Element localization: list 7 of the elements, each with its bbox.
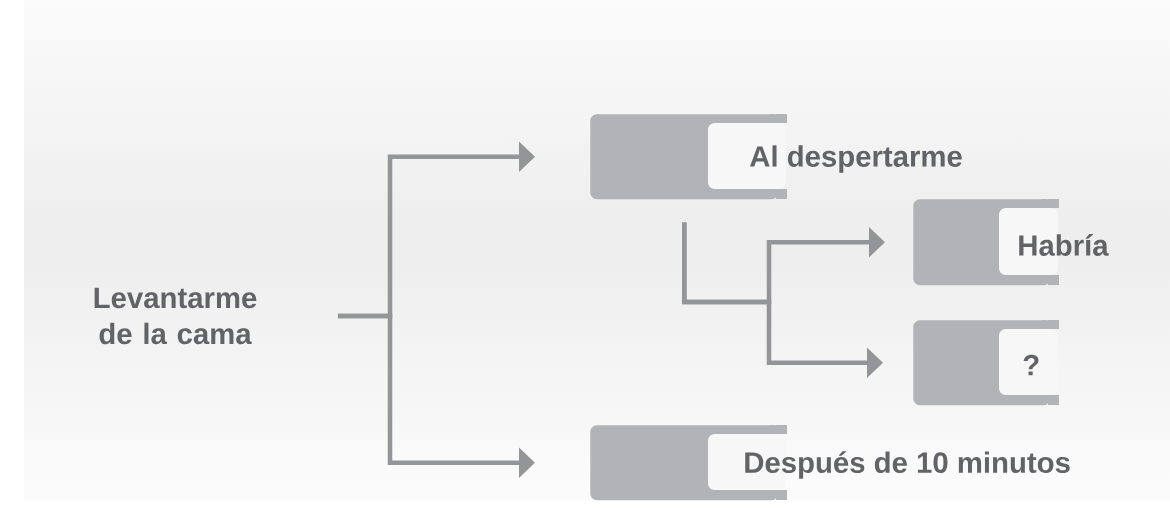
process-box: Al despertarme bbox=[590, 114, 962, 200]
process-box: ? bbox=[913, 320, 1059, 406]
node-label: Después de 10 minutos bbox=[745, 451, 1070, 479]
process-box: Habría bbox=[913, 199, 1109, 286]
process-box: Después de 10 minutos bbox=[590, 425, 1070, 501]
start-label: Levantarme de la cama bbox=[94, 287, 257, 345]
node-label: Al despertarme bbox=[750, 145, 962, 173]
